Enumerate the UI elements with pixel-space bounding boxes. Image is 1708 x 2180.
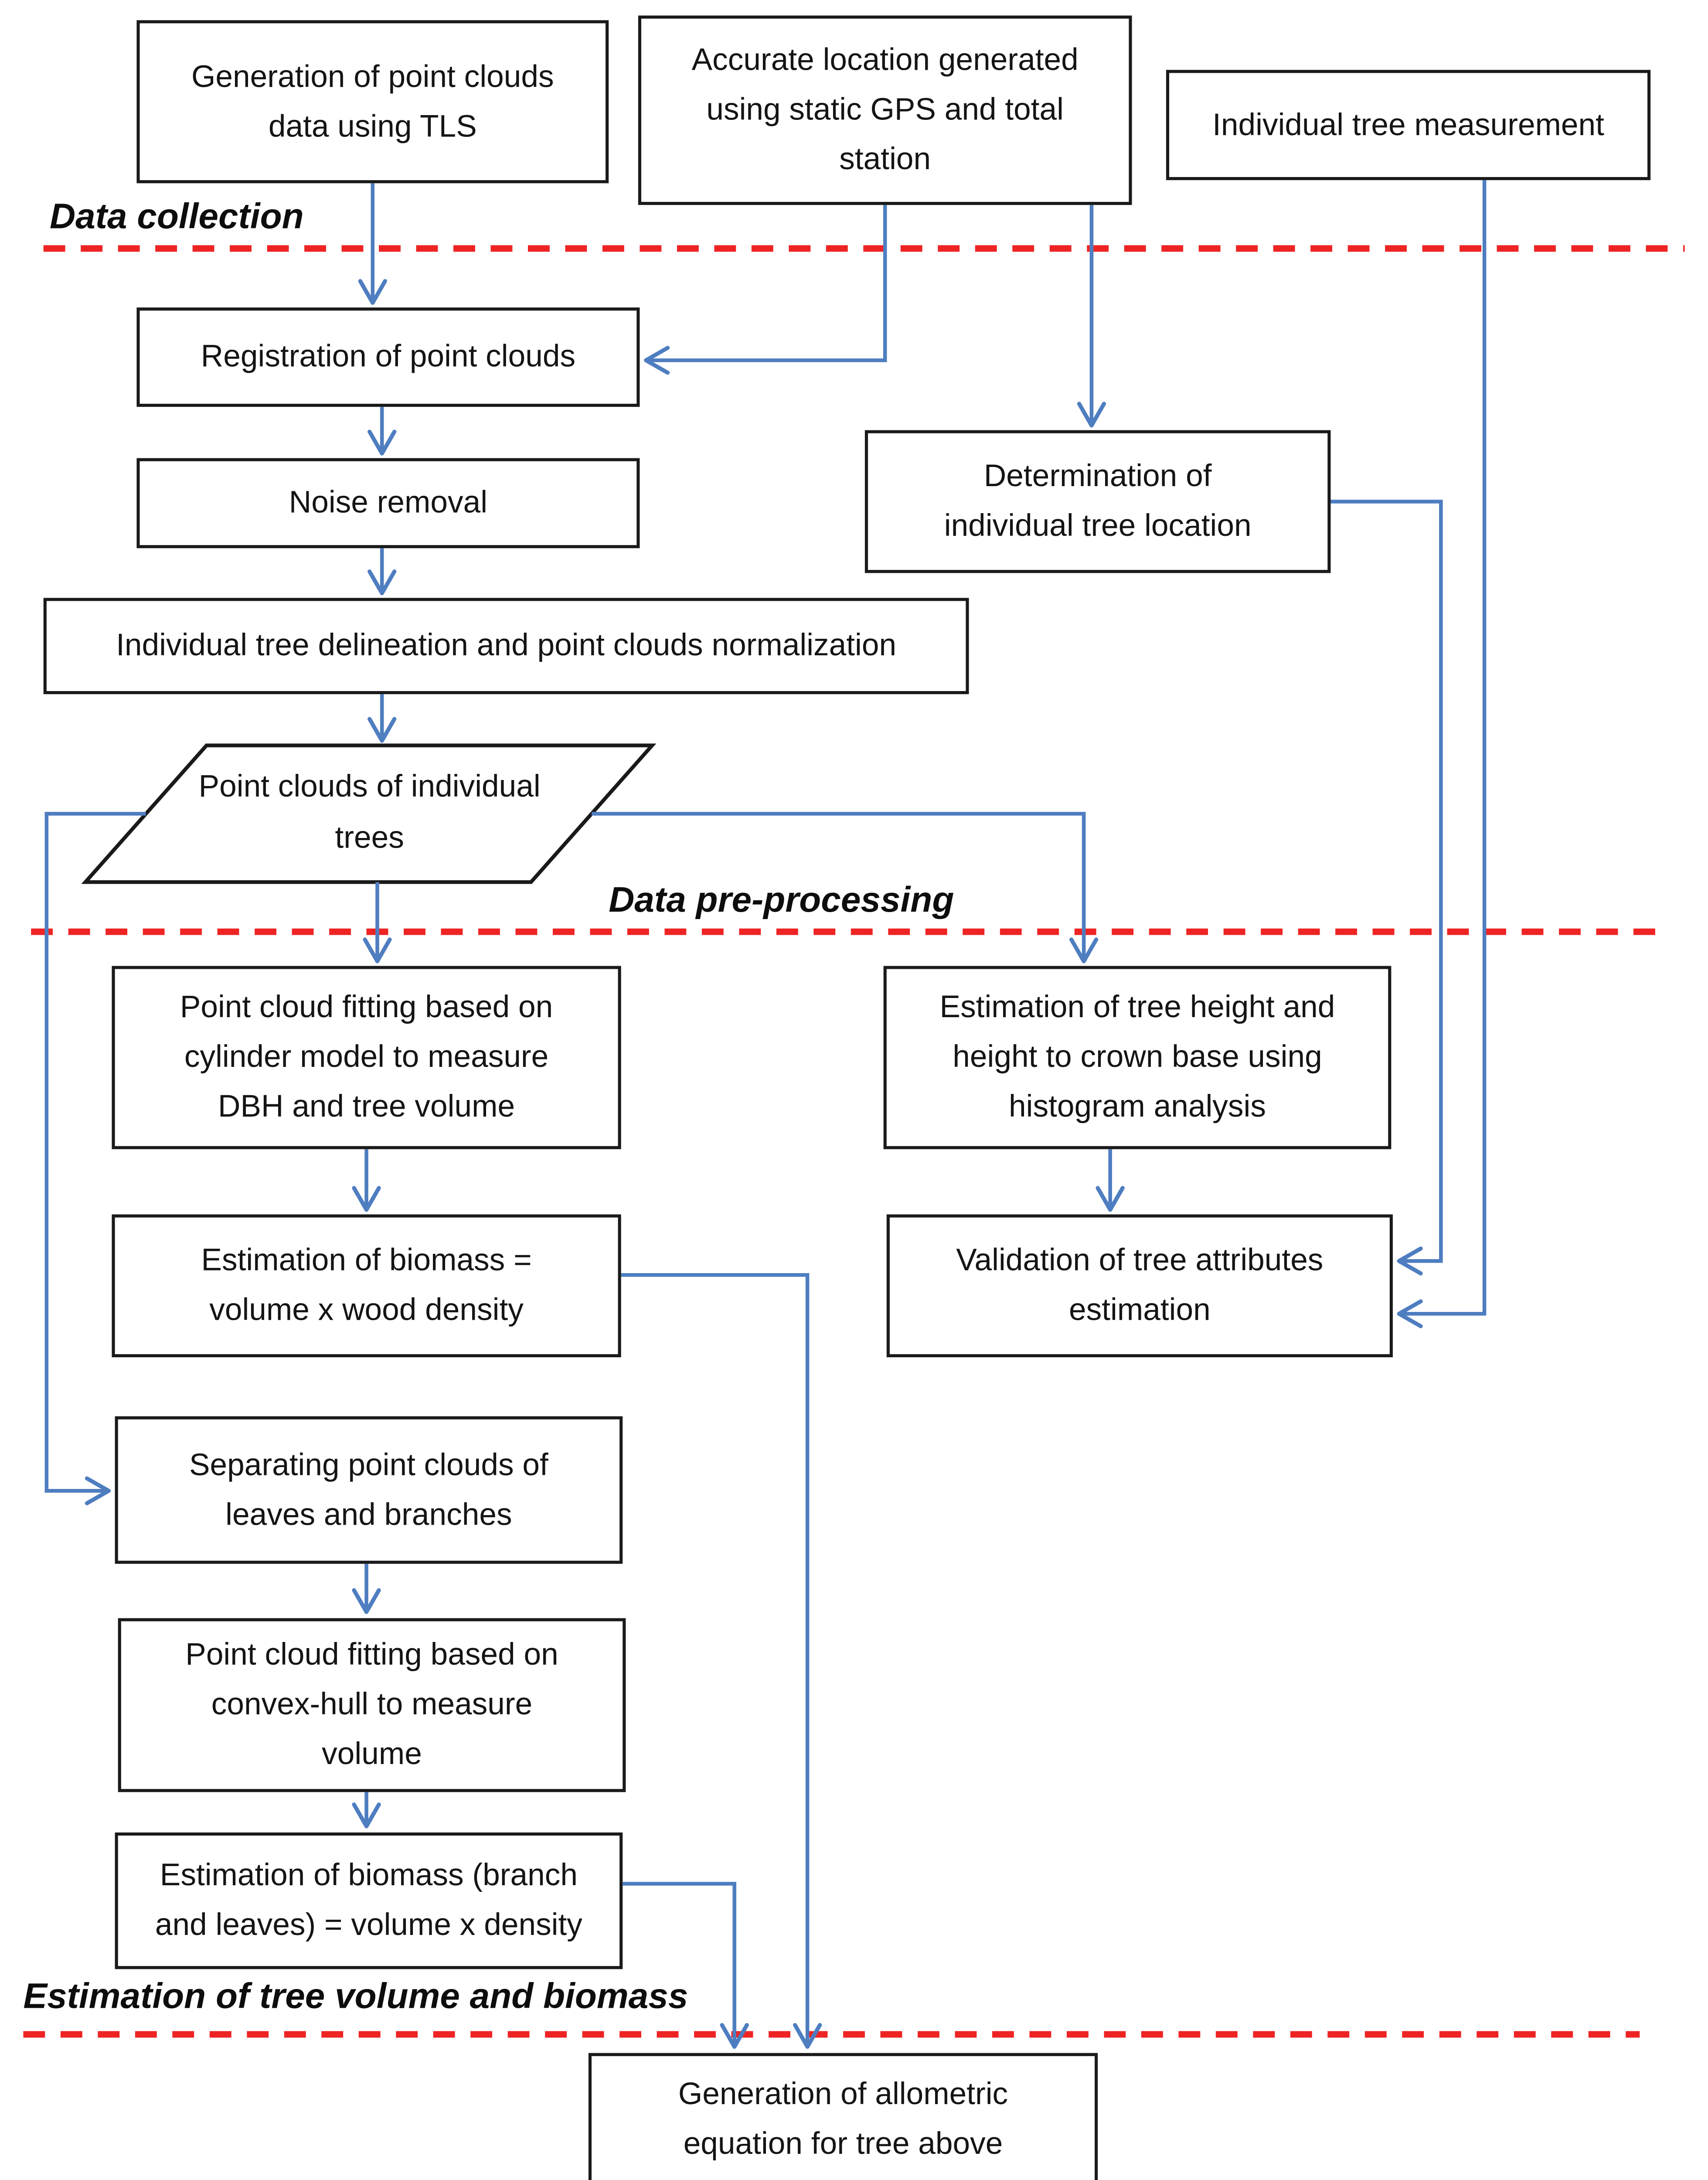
connector-biomass-stem-to-allometric [621,1273,822,2049]
section-label-data-pre-processing: Data pre-processing [609,879,954,920]
node-text-line: height to crown base using [953,1040,1322,1075]
node-text-line: DBH and tree volume [218,1090,515,1124]
node-text-line: estimation [1069,1293,1211,1328]
connector-gps-to-registration [644,205,887,375]
node-tree-delineation-normalization: Individual tree delineation and point cl… [43,598,969,695]
node-text-line: Validation of tree attributes [956,1244,1324,1278]
node-determination-tree-location: Determination of individual tree locatio… [864,430,1331,573]
node-text-line: station [839,143,931,177]
node-text-line: Estimation of tree height and [939,991,1335,1025]
node-registration-point-clouds: Registration of point clouds [136,307,640,407]
connector-biomass-branch-to-allometric [623,1882,749,2049]
connector-measurement-to-validation [1397,180,1487,1328]
node-noise-removal: Noise removal [136,458,640,548]
node-text-line: Estimation of biomass = [201,1244,532,1278]
node-text-line: Estimation of biomass (branch [160,1859,578,1893]
node-text-line: volume x wood density [209,1293,524,1328]
node-cylinder-model-fitting: Point cloud fitting based on cylinder mo… [112,966,621,1149]
node-generation-point-clouds-tls: Generation of point clouds data using TL… [136,20,609,184]
node-text-line: Point clouds of individual [198,770,541,805]
node-text-line: leaves and branches [225,1498,512,1532]
node-text-line: convex-hull to measure [211,1688,533,1723]
node-accurate-location-gps: Accurate location generated using static… [638,15,1132,205]
node-biomass-volume-wood-density: Estimation of biomass = volume x wood de… [112,1214,621,1358]
section-label-data-collection: Data collection [49,195,304,236]
node-text-line: and leaves) = volume x density [155,1908,582,1943]
node-convex-hull-fitting: Point cloud fitting based on convex-hull… [118,1618,626,1792]
node-text-line: Separating point clouds of [189,1448,548,1482]
node-text-line: Individual tree delineation and point cl… [116,629,897,663]
node-text-line: Noise removal [289,486,488,521]
node-point-clouds-individual-trees: Point clouds of individual trees [136,758,602,869]
node-text-line: volume [322,1737,422,1772]
connector-pointclouds-to-separating [44,812,146,1506]
connector-pointclouds-to-height [592,812,1099,964]
section-label-estimation: Estimation of tree volume and biomass [23,1975,688,2016]
node-text-line: Registration of point clouds [201,340,576,375]
node-individual-tree-measurement: Individual tree measurement [1166,70,1651,181]
node-text-line: cylinder model to measure [184,1040,549,1075]
node-text-line: Point cloud fitting based on [180,991,553,1025]
node-text-line: Determination of [983,460,1212,494]
node-text-line: Point cloud fitting based on [185,1638,558,1673]
node-text-line: data using TLS [268,109,477,144]
node-text-line: individual tree location [944,509,1252,544]
node-text-line: equation for tree above [683,2127,1003,2162]
connector-treelocation-to-validation [1330,500,1443,1276]
node-validation-tree-attributes: Validation of tree attributes estimation [886,1214,1393,1358]
node-tree-height-estimation: Estimation of tree height and height to … [883,966,1392,1149]
node-separating-leaves-branches: Separating point clouds of leaves and br… [115,1416,623,1564]
parallelogram-point-clouds-of-individual-trees [81,743,657,884]
node-text-line: Individual tree measurement [1212,108,1604,142]
node-text-line: trees [335,821,404,856]
node-text-line: using static GPS and total [706,93,1064,128]
node-text-line: Generation of point clouds [191,60,554,94]
node-generation-allometric-equation: Generation of allometric equation for tr… [588,2053,1098,2180]
node-text-line: histogram analysis [1009,1090,1266,1124]
node-text-line: Generation of allometric [678,2078,1008,2112]
node-text-line: Accurate location generated [691,43,1079,78]
node-biomass-branch-leaves: Estimation of biomass (branch and leaves… [115,1832,623,1969]
node-text-line: ground biomass estimation [657,2170,1028,2180]
